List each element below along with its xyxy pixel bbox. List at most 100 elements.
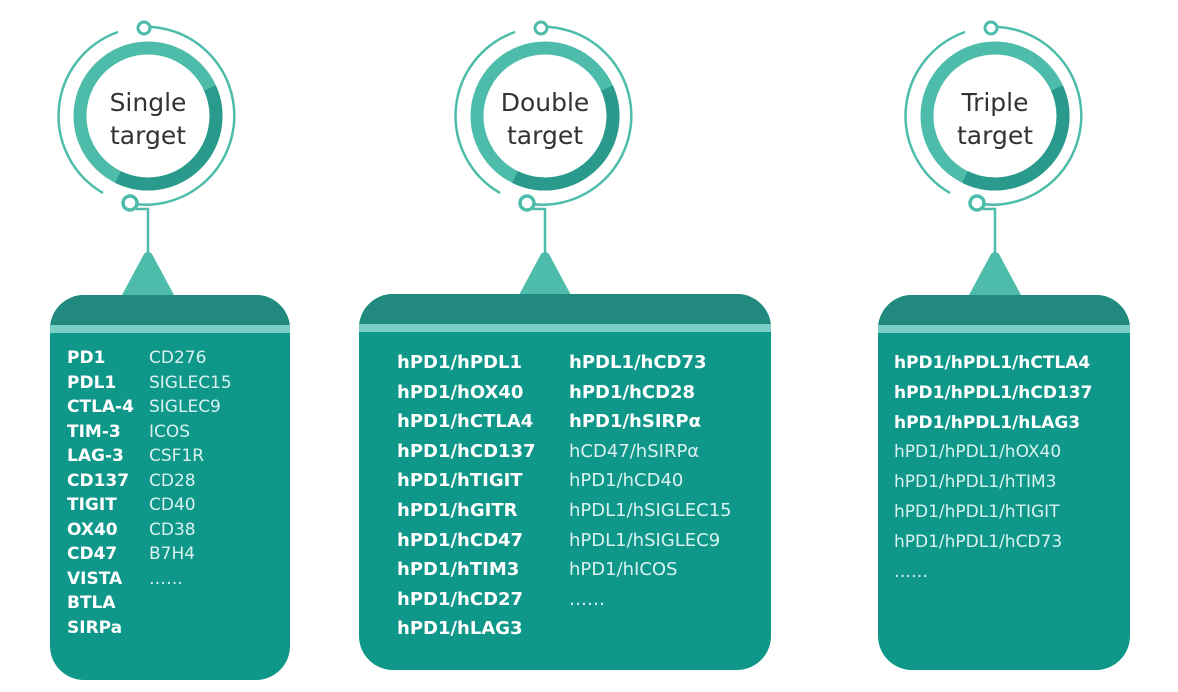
target-item: CTLA-4 — [67, 397, 134, 417]
target-item: hPD1/hCD47 — [397, 529, 524, 551]
connector-triangle — [519, 252, 571, 295]
target-item: hPD1/hPDL1/hCTLA4 — [894, 353, 1091, 373]
node-top — [533, 20, 549, 36]
target-item: …… — [894, 561, 928, 582]
target-item: B7H4 — [149, 544, 196, 564]
target-item: hPD1/hPDL1/hCD73 — [894, 531, 1063, 552]
target-item: CD40 — [149, 495, 196, 515]
target-item: hPD1/hTIM3 — [397, 559, 520, 581]
inner-ring-shade — [115, 85, 223, 191]
node-top — [983, 20, 999, 36]
target-item: hPD1/hICOS — [569, 559, 678, 581]
target-item: CD137 — [67, 470, 130, 491]
target-item: hPD1/hPDL1/hLAG3 — [894, 412, 1081, 433]
target-item: SIGLEC15 — [149, 372, 232, 393]
target-item: hPD1/hTIGIT — [397, 470, 523, 492]
target-item: PD1 — [67, 348, 106, 368]
node-bottom — [518, 194, 536, 212]
target-item: TIM-3 — [67, 421, 121, 442]
title-line-1: Triple — [961, 88, 1029, 117]
target-item: CD38 — [149, 519, 196, 540]
target-item: hPD1/hCTLA4 — [397, 411, 534, 433]
target-item: CSF1R — [149, 446, 205, 466]
title-line-2: target — [956, 121, 1033, 150]
double-target-panel: hPD1/hPDL1 hPD1/hOX40 hPD1/hCTLA4 hPD1/hCD1… — [359, 294, 771, 670]
target-item: hPD1/hPDL1/hTIGIT — [894, 501, 1060, 522]
target-item: hCD47/hSIRPα — [569, 440, 700, 462]
target-item: PDL1 — [67, 372, 117, 393]
title-line-2: target — [109, 121, 186, 150]
target-item: hPDL1/hCD73 — [569, 352, 707, 373]
outer-ring-arc-left — [904, 30, 966, 195]
connector-triangle — [969, 252, 1021, 295]
triple-target-title: Triple target — [905, 86, 1085, 152]
target-item: CD28 — [149, 470, 196, 491]
target-item: hPD1/hCD28 — [569, 381, 696, 403]
target-item: hPD1/hPDL1 — [397, 352, 522, 373]
connector-triangle — [122, 252, 174, 295]
double-target-col2: hPDL1/hCD73 hPD1/hCD28 hPD1/hSIRPα hCD47/h… — [569, 348, 732, 614]
target-item: CD47 — [67, 544, 118, 564]
outer-ring-arc — [974, 25, 1083, 206]
double-target-title: Double target — [455, 86, 635, 152]
target-item: SIRPa — [67, 617, 123, 638]
target-item: hPD1/hGITR — [397, 499, 518, 521]
target-item: hPD1/hLAG3 — [397, 618, 523, 640]
double-target-list-secondary: hCD47/hSIRPα hPD1/hCD40 hPDL1/hSIGLEC15 hPD… — [569, 437, 732, 615]
single-target-title: Single target — [58, 86, 238, 152]
target-item: SIGLEC9 — [149, 397, 221, 417]
target-item: VISTA — [67, 568, 123, 589]
inner-ring-shade — [962, 85, 1070, 191]
target-item: OX40 — [67, 519, 118, 540]
single-target-ring-icon — [57, 20, 236, 295]
panel-stripe — [50, 325, 290, 333]
panel-stripe — [359, 324, 771, 332]
node-bottom — [121, 194, 139, 212]
target-item: BTLA — [67, 593, 116, 613]
target-item: TIGIT — [67, 495, 117, 515]
outer-ring-arc-left — [454, 30, 516, 195]
triple-target-ring-icon — [904, 20, 1083, 295]
node-bottom — [968, 194, 986, 212]
title-line-1: Single — [109, 88, 187, 117]
panel-header — [878, 295, 1130, 325]
target-item: hPD1/hSIRPα — [569, 411, 701, 433]
panel-stripe — [878, 325, 1130, 333]
target-item: …… — [149, 568, 183, 589]
title-line-2: target — [506, 121, 583, 150]
target-item: hPDL1/hSIGLEC15 — [569, 499, 732, 521]
panel-header — [359, 294, 771, 324]
title-line-1: Double — [500, 88, 590, 117]
target-item: hPDL1/hSIGLEC9 — [569, 529, 721, 551]
target-item: hPD1/hCD27 — [397, 588, 524, 610]
double-target-list-secondary-bold: hPDL1/hCD73 hPD1/hCD28 hPD1/hSIRPα — [569, 348, 732, 437]
target-item: hPD1/hPDL1/hOX40 — [894, 442, 1062, 463]
connector-stem — [983, 207, 997, 256]
connector-stem — [533, 207, 547, 256]
target-item: …… — [569, 588, 605, 610]
outer-ring-arc-left — [57, 30, 119, 195]
target-item: CD276 — [149, 348, 207, 368]
target-item: ICOS — [149, 421, 191, 442]
inner-ring-shade — [512, 85, 620, 191]
target-item: LAG-3 — [67, 446, 124, 466]
connector-stem — [136, 207, 150, 256]
target-item: hPD1/hOX40 — [397, 381, 524, 403]
triple-target-list-secondary: hPD1/hPDL1/hOX40 hPD1/hPDL1/hTIM3 hPD1/hPD… — [894, 438, 1092, 587]
double-target-list-primary: hPD1/hPDL1 hPD1/hOX40 hPD1/hCTLA4 hPD1/hCD1… — [397, 348, 536, 644]
panel-header — [50, 295, 290, 325]
target-item: hPD1/hPDL1/hTIM3 — [894, 472, 1057, 493]
target-item: hPD1/hCD40 — [569, 470, 684, 492]
target-item: hPD1/hCD137 — [397, 440, 536, 462]
double-target-ring-icon — [454, 20, 633, 295]
outer-ring-arc — [127, 25, 236, 206]
